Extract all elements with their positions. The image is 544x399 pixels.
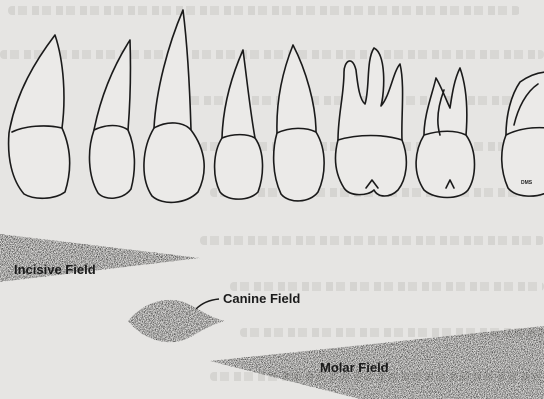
first-premolar-tooth (215, 50, 263, 199)
canine-tooth (144, 10, 204, 202)
first-molar-tooth (336, 48, 407, 196)
third-molar-tooth (502, 72, 544, 196)
lateral-incisor-tooth (89, 40, 134, 198)
central-incisor-tooth (9, 35, 70, 198)
incisive-field-label: Incisive Field (14, 262, 96, 277)
canine-field-label: Canine Field (223, 291, 300, 306)
second-premolar-tooth (274, 45, 324, 201)
molar-field-label: Molar Field (320, 360, 389, 375)
artist-initials: DMS (521, 180, 532, 186)
canine-field-shape (128, 300, 225, 342)
second-molar-tooth (416, 68, 474, 198)
canine-field-leader-line (196, 299, 219, 309)
